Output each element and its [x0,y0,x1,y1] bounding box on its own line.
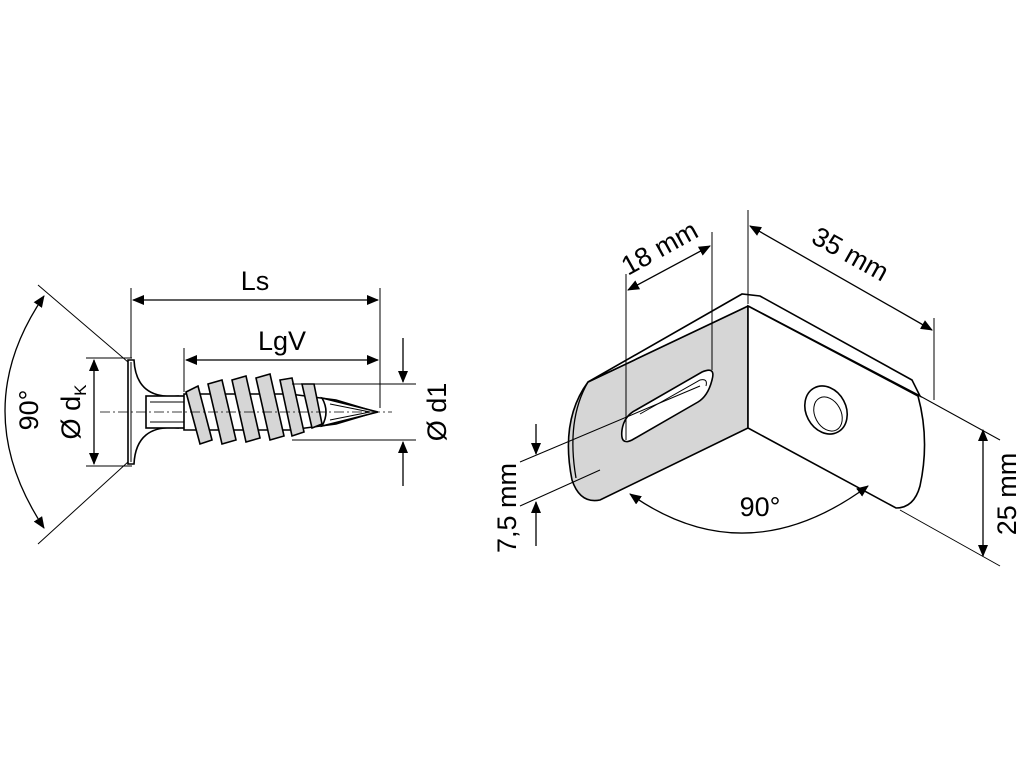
bracket-slot [620,369,714,443]
head-angle-leader-bottom [37,461,129,545]
dk-label: Ø dK [56,384,90,440]
height-extension-top [919,395,1001,441]
lgv-label: LgV [258,326,306,356]
screw-drawing: 90° Ø dK [4,266,452,545]
bracket-angle-arc [629,485,869,534]
offset-extension-bottom [519,469,601,507]
offset-extension-top [519,385,701,463]
head-angle-arc [4,295,45,529]
d1-label: Ø d1 [422,383,452,442]
slot-label: 18 mm [616,215,703,281]
ls-label: Ls [241,266,270,296]
bracket-drawing: 35 mm 18 mm 25 mm 7,5 mm 90° [492,210,1022,567]
height-label: 25 mm [992,453,1022,536]
bracket-angle-label: 90° [740,492,781,522]
width-label: 35 mm [807,221,894,287]
offset-label: 7,5 mm [492,463,522,553]
slot-dimension-line [627,245,711,291]
head-angle-leader-top [37,284,129,363]
head-angle-label: 90° [14,390,44,431]
width-dimension-line [749,225,933,331]
height-extension-bottom [899,509,1001,567]
bracket-hole [803,385,849,435]
